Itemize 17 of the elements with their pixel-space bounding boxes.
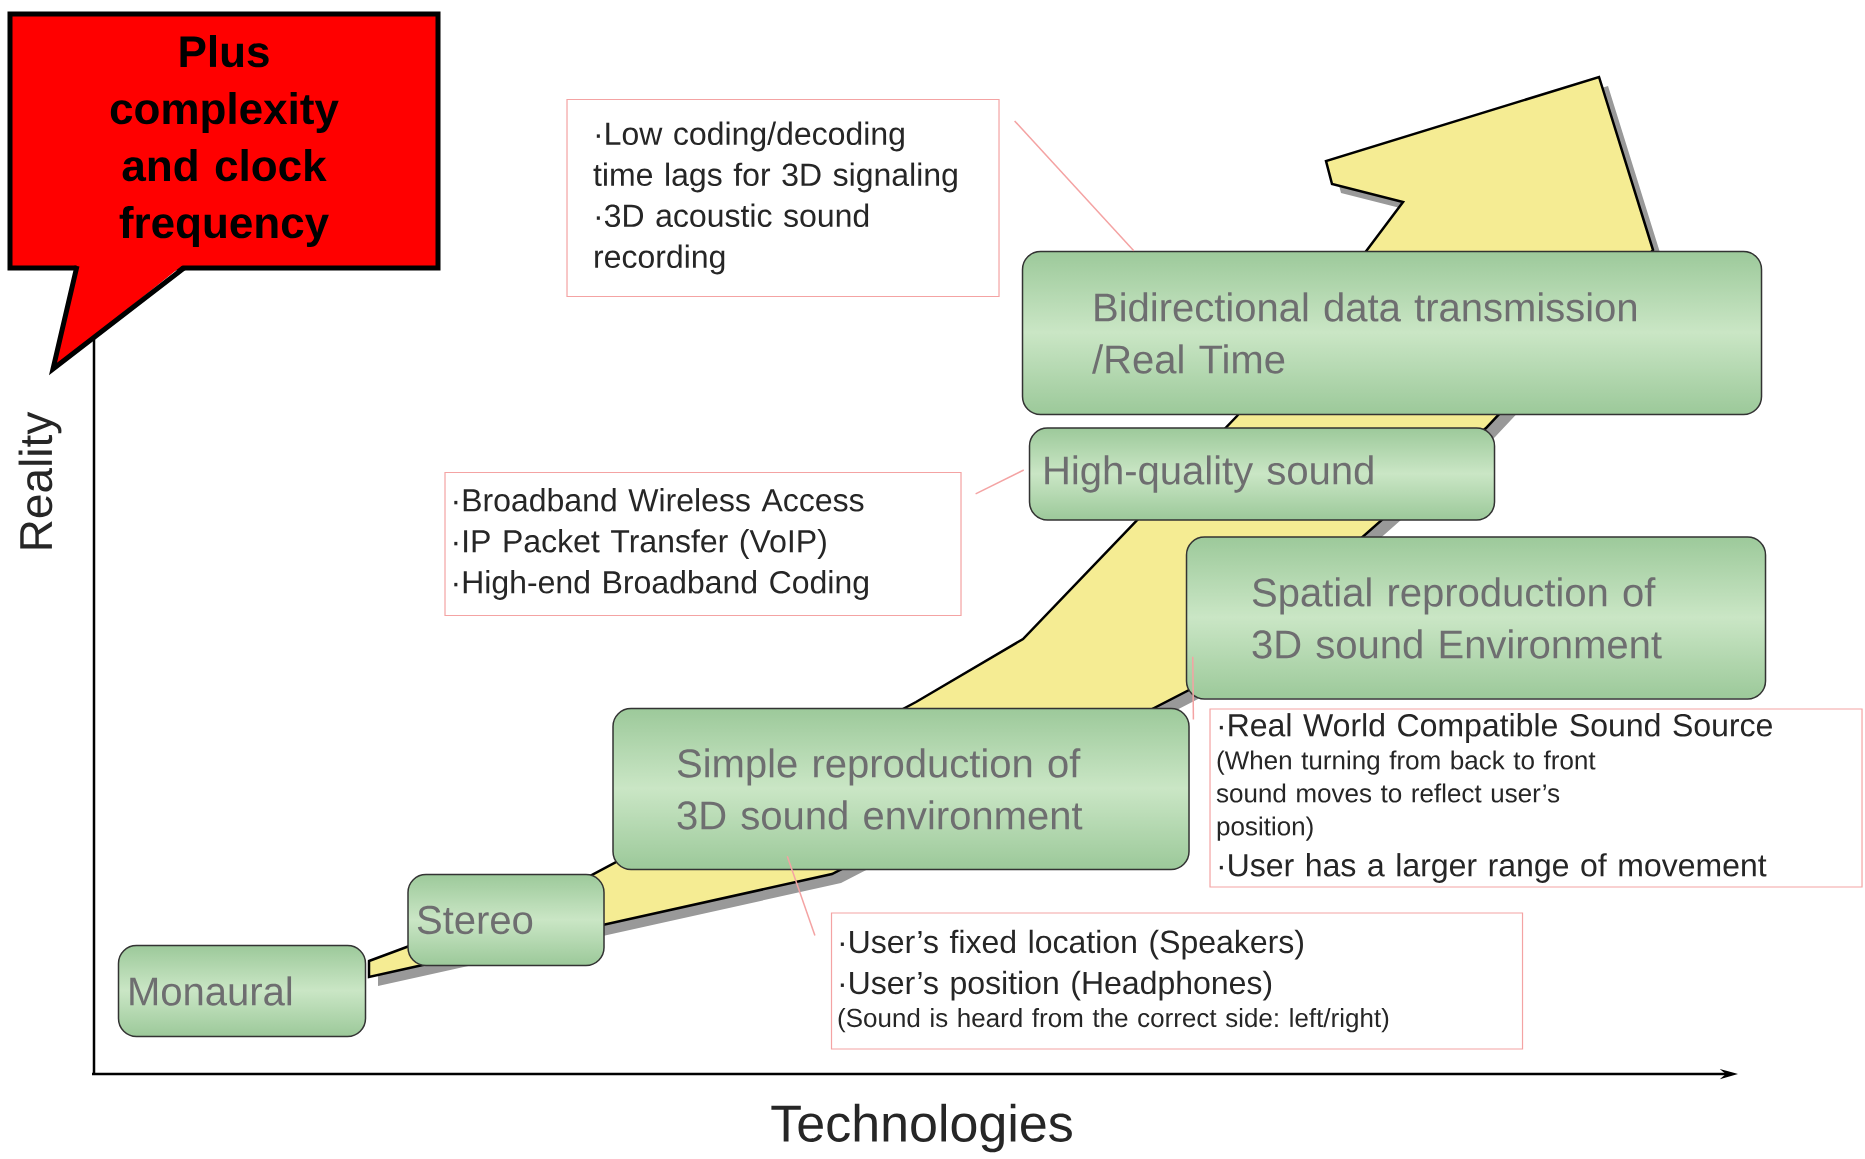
note-box: ·Broadband Wireless Access ·IP Packet Transfer (VoIP) ·High-end Broadband Coding (444, 471, 962, 617)
note-box: ·Low coding/decoding time lags for 3D signaling ·3D acoustic sound recording (566, 98, 1000, 298)
stage-box: High-quality sound (1028, 427, 1496, 521)
axis-label: Reality (18, 411, 62, 549)
stage-box: Simple reproduction of 3D sound environment (612, 707, 1190, 871)
stage-box: Spatial reproduction of 3D sound Environment (1185, 536, 1767, 700)
note-box: ·User’s fixed location (Speakers) ·User’s position (Headphones) (Sound is heard from the correct side: left/right) (830, 912, 1524, 1050)
axis-label: Technologies (771, 1103, 1072, 1153)
speech-bubble: Plus complexity and clock frequency (7, 11, 441, 376)
leader-line (974, 469, 1025, 495)
stage-box: Stereo (407, 873, 605, 967)
leader-line (1192, 656, 1195, 721)
note-box: ·Real World Compatible Sound Source (When turning from back to front sound moves to reflect user’s position) ·User has a larger range of movement (1209, 708, 1863, 888)
leader-line (786, 855, 816, 937)
stage-box: Bidirectional data transmission /Real Time (1021, 250, 1763, 416)
stage-box: Monaural (117, 944, 367, 1038)
leader-line (1013, 120, 1135, 252)
